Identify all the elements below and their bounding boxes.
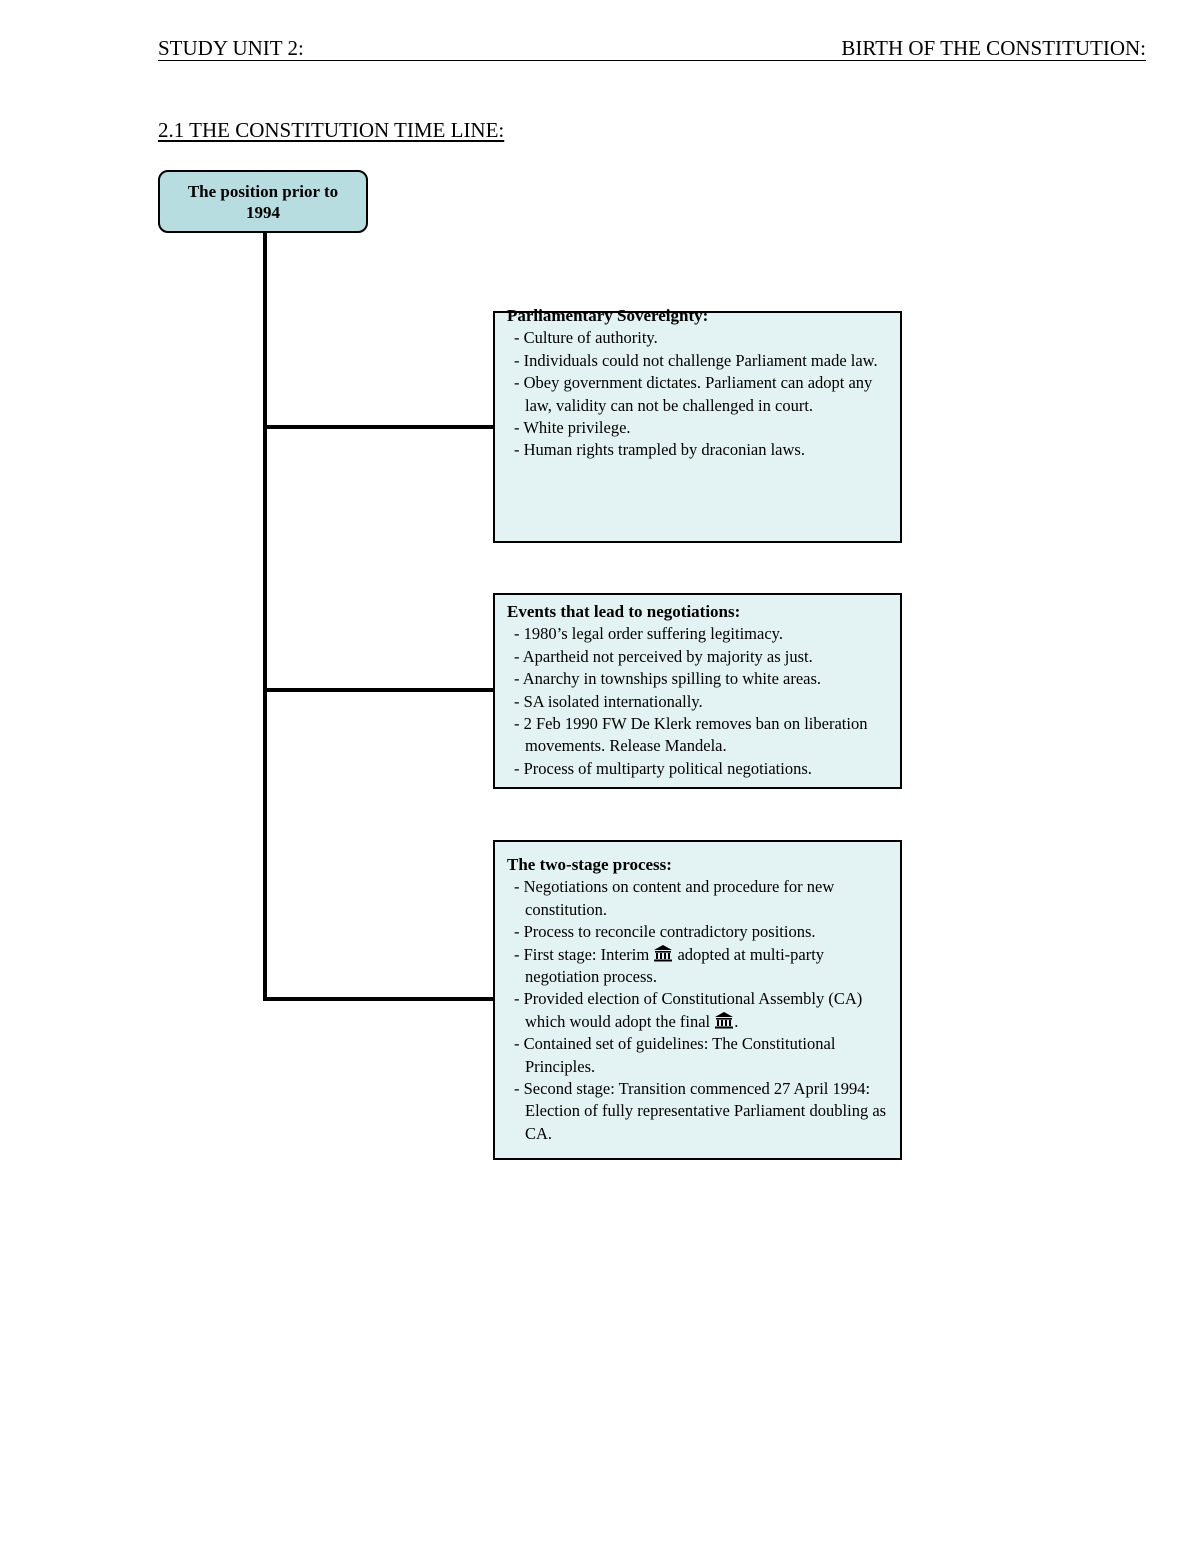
connector-line-3 [263, 997, 495, 1001]
box-title: Parliamentary Sovereignty: [507, 306, 709, 325]
list-item-text: adopted at multi-party negotiation proce… [525, 944, 825, 987]
list-item-text: - First stage: Interim [514, 944, 654, 964]
timeline-spine [263, 233, 267, 1001]
list-item: - 1980’s legal order suffering legitimac… [514, 624, 783, 644]
list-item: - 2 Feb 1990 FW De Klerk removes ban on … [514, 714, 868, 756]
list-item-text: - Provided election of Constitutional As… [514, 989, 863, 1031]
list-item: - White privilege. [514, 418, 631, 438]
header-unit-title: BIRTH OF THE CONSTITUTION: [841, 36, 1146, 60]
box-title: Events that lead to negotiations: [507, 602, 741, 621]
timeline-root-box: The position prior to 1994 [158, 170, 368, 233]
list-item: - SA isolated internationally. [514, 691, 703, 711]
page-header: STUDY UNIT 2: BIRTH OF THE CONSTITUTION: [158, 36, 1146, 61]
timeline-root-label: The position prior to 1994 [187, 181, 339, 222]
list-item: - Process of multiparty political negoti… [514, 758, 812, 778]
list-item-text: . [734, 1011, 739, 1031]
list-item: - Negotiations on content and procedure … [514, 877, 835, 919]
list-item: - Process to reconcile contradictory pos… [514, 922, 816, 942]
constitution-icon [715, 1011, 734, 1029]
list-item: - Obey government dictates. Parliament c… [514, 373, 873, 415]
box-list: - 1980’s legal order suffering legitimac… [507, 623, 888, 780]
list-item: - First stage: Interim adopted at multi-… [507, 944, 888, 989]
list-item: - Contained set of guidelines: The Const… [514, 1034, 836, 1076]
box-list: - Negotiations on content and procedure … [507, 876, 888, 1145]
list-item: - Culture of authority. [514, 328, 658, 348]
constitution-icon [654, 944, 673, 962]
header-study-unit: STUDY UNIT 2: [158, 36, 304, 60]
box-events-negotiations: Events that lead to negotiations: - 1980… [493, 593, 902, 789]
list-item: - Apartheid not perceived by majority as… [514, 646, 813, 666]
list-item: - Provided election of Constitutional As… [507, 988, 888, 1033]
section-title: 2.1 THE CONSTITUTION TIME LINE: [158, 118, 505, 142]
list-item: - Individuals could not challenge Parlia… [514, 350, 878, 370]
box-list: - Culture of authority. - Individuals co… [507, 327, 888, 461]
connector-line-2 [263, 688, 495, 692]
box-two-stage-process: The two-stage process: - Negotiations on… [493, 840, 902, 1160]
connector-line-1 [263, 425, 495, 429]
box-parliamentary-sovereignty: Parliamentary Sovereignty: - Culture of … [493, 306, 902, 543]
list-item: - Second stage: Transition commenced 27 … [514, 1079, 887, 1143]
list-item: - Anarchy in townships spilling to white… [514, 669, 822, 689]
box-title: The two-stage process: [507, 855, 672, 874]
list-item: - Human rights trampled by draconian law… [514, 440, 805, 460]
